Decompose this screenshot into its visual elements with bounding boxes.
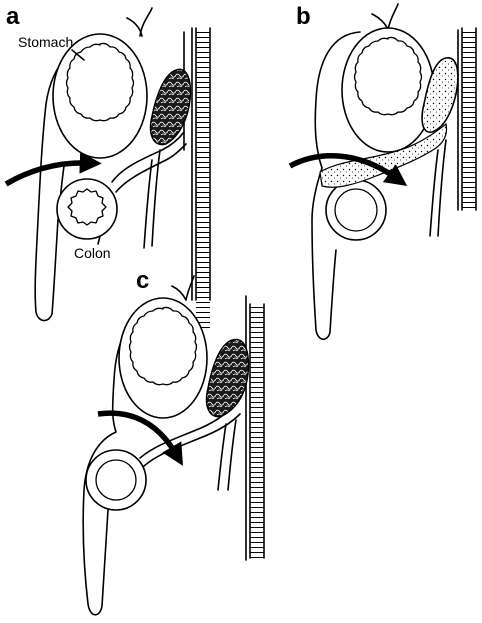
label-colon: Colon [74,245,111,261]
flow-arrow-c [98,413,176,454]
posterior-wall [144,28,192,300]
colon-outer-c [86,450,146,510]
panel-b: b [290,3,476,339]
stomach-outer [53,34,147,158]
label-stomach: Stomach [18,34,73,50]
panel-letter-c: c [136,267,149,294]
panel-letter-b: b [296,3,311,30]
pancreas-dark-c [207,339,249,416]
spine-hatching-b [462,28,476,210]
spine-hatching [196,28,210,328]
stomach-outer-c [119,298,207,418]
panel-letter-a: a [6,3,20,30]
colon-outer [57,179,117,239]
panel-c: c [83,267,264,615]
spine-hatching-c [250,304,264,558]
panel-a: a Stomach Colon [6,3,210,328]
